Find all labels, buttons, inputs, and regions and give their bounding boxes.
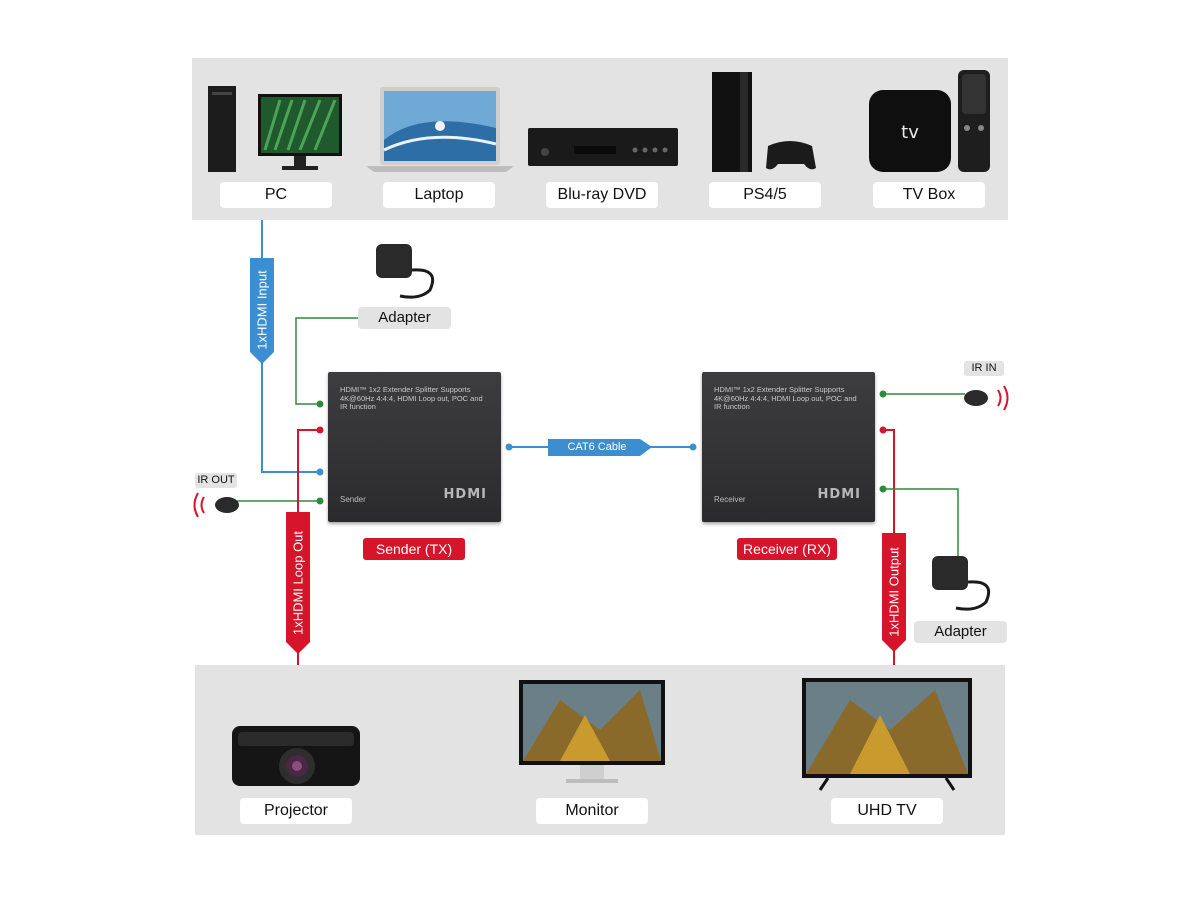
receiver-power-line [883,488,959,560]
sender-description: HDMI™ 1x2 Extender Splitter Supports 4K@… [340,385,483,411]
sender-hdmi-logo: HDMI [443,487,487,502]
ir-out-port-dot [316,497,324,505]
hdmi-output-label: 1xHDMI Output [886,547,902,637]
projector-icon [232,726,360,786]
source-label-console: PS4/5 [709,182,821,208]
hdmi-output-arrow [882,533,906,652]
sender-adapter-label: Adapter [358,307,451,329]
receiver-role-text: Receiver [714,495,746,504]
sender-power-port-dot [316,400,324,408]
hdmi-input-label: 1xHDMI Input [254,270,270,350]
pc-icon [208,86,342,172]
source-label-bluray: Blu-ray DVD [546,182,658,208]
svg-text:tv: tv [901,122,919,143]
ir-out-emitter-icon [193,492,239,518]
hdmi-loop-out-label: 1xHDMI Loop Out [290,530,306,636]
source-label-laptop: Laptop [383,182,495,208]
ir-in-receiver-icon [964,385,1009,411]
source-label-pc: PC [220,182,332,208]
hdmi-loop-out-arrow [286,512,310,654]
receiver-caption: Receiver (RX) [737,538,837,560]
ir-in-tag: IR IN [964,361,1004,376]
sender-power-line [295,317,358,405]
receiver-description: HDMI™ 1x2 Extender Splitter Supports 4K@… [714,385,857,411]
bluray-player-icon [528,128,678,166]
cat6-arrow [548,439,652,456]
cat6-receiver-dot [689,443,697,451]
hdmi-output-port-dot [879,426,887,434]
laptop-icon [366,87,514,172]
loop-out-port-dot [316,426,324,434]
uhd-tv-icon [802,678,972,791]
monitor-icon [519,680,665,783]
receiver-adapter-label: Adapter [914,621,1007,643]
receiver-power-port-dot [879,485,887,493]
ir-out-tag: IR OUT [195,473,237,488]
hdmi-input-arrow [250,258,274,364]
sender-caption: Sender (TX) [363,538,465,560]
display-label-monitor: Monitor [536,798,648,824]
cat6-label: CAT6 Cable [567,441,627,453]
sender-adapter-icon [376,244,435,299]
tv-box-icon: tv [869,70,990,172]
sender-role-text: Sender [340,495,366,504]
game-console-icon [712,72,816,172]
hdmi-input-port-dot [316,468,324,476]
receiver-hdmi-logo: HDMI [817,487,861,502]
sender-unit: HDMI™ 1x2 Extender Splitter Supports 4K@… [328,372,501,522]
cat6-sender-dot [505,443,513,451]
receiver-unit: HDMI™ 1x2 Extender Splitter Supports 4K@… [702,372,875,522]
display-label-uhd-tv: UHD TV [831,798,943,824]
receiver-adapter-icon [932,556,991,611]
ir-in-port-dot [879,390,887,398]
source-label-tvbox: TV Box [873,182,985,208]
display-label-projector: Projector [240,798,352,824]
